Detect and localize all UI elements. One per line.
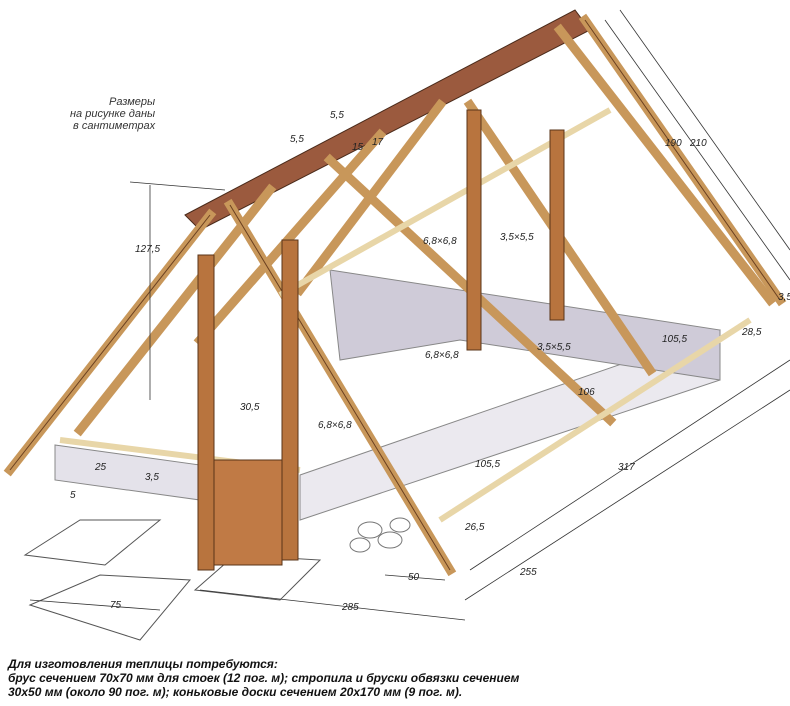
note-line: на рисунке даны — [70, 108, 156, 120]
caption-line: 30x50 мм (около 90 пог. м); коньковые до… — [8, 685, 463, 699]
svg-text:5: 5 — [70, 490, 76, 501]
rafter-edges — [9, 19, 781, 571]
svg-text:317: 317 — [618, 462, 635, 473]
svg-text:3,5×5,5: 3,5×5,5 — [500, 232, 534, 243]
svg-text:6,8×6,8: 6,8×6,8 — [318, 420, 352, 431]
svg-text:3,5: 3,5 — [778, 292, 790, 303]
note-line: Размеры — [109, 96, 156, 108]
materials-caption: Для изготовления теплицы потребуются: бр… — [8, 657, 519, 699]
svg-text:5,5: 5,5 — [330, 110, 344, 121]
units-note: Размеры на рисунке даны в сантиметрах — [70, 96, 155, 132]
dimension-lines — [29, 9, 790, 621]
svg-text:106: 106 — [578, 387, 595, 398]
svg-text:285: 285 — [341, 602, 359, 613]
svg-text:28,5: 28,5 — [741, 327, 762, 338]
svg-text:127,5: 127,5 — [135, 244, 160, 255]
svg-text:6,8×6,8: 6,8×6,8 — [425, 350, 459, 361]
stones — [349, 517, 411, 553]
posts — [197, 109, 565, 571]
svg-text:6,8×6,8: 6,8×6,8 — [423, 236, 457, 247]
dimension-labels: 5,5 5,5 15 17 127,5 190 210 6,8×6,8 6,8×… — [70, 110, 790, 613]
svg-text:5,5: 5,5 — [290, 134, 304, 145]
svg-text:105,5: 105,5 — [662, 334, 687, 345]
door — [213, 459, 283, 566]
caption-line: брус сечением 70x70 мм для стоек (12 пог… — [8, 671, 520, 685]
foundation — [54, 269, 721, 521]
svg-text:50: 50 — [408, 572, 420, 583]
svg-text:26,5: 26,5 — [464, 522, 485, 533]
svg-text:75: 75 — [110, 600, 122, 611]
svg-text:210: 210 — [689, 138, 707, 149]
caption-line: Для изготовления теплицы потребуются: — [8, 657, 278, 671]
svg-text:105,5: 105,5 — [475, 459, 500, 470]
svg-text:255: 255 — [519, 567, 537, 578]
svg-text:3,5×5,5: 3,5×5,5 — [537, 342, 571, 353]
svg-text:17: 17 — [372, 137, 384, 148]
svg-text:15: 15 — [352, 142, 364, 153]
svg-text:3,5: 3,5 — [145, 472, 159, 483]
note-line: в сантиметрах — [73, 120, 156, 132]
svg-text:30,5: 30,5 — [240, 402, 260, 413]
paving-slabs — [23, 519, 322, 641]
svg-text:190: 190 — [665, 138, 682, 149]
svg-text:25: 25 — [94, 462, 107, 473]
